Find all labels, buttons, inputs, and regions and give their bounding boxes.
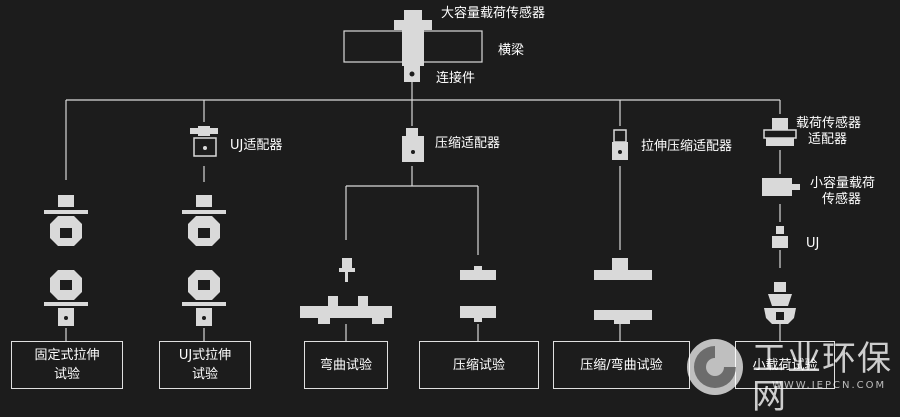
uj-adapter-icon — [190, 126, 218, 157]
crossbeam-label: 横梁 — [498, 43, 525, 58]
test-setup-diagram — [44, 10, 800, 342]
small-load-sensor-icon — [762, 178, 800, 196]
uj-tensile-test-box: UJ式拉伸试验 — [159, 341, 251, 389]
fixed-grip-upper-icon — [44, 195, 88, 246]
load-sensor-adapter-label-line2: 适配器 — [808, 132, 848, 147]
connector-label: 连接件 — [436, 71, 476, 86]
uj-adapter-label: UJ适配器 — [230, 138, 283, 153]
compression-platens-icon — [460, 266, 496, 322]
uj-label: UJ — [806, 236, 820, 251]
connector-icon — [404, 64, 420, 82]
test-box-label: 小载荷试验 — [752, 357, 818, 373]
watermark-name: 工业环保网 — [752, 339, 892, 417]
compression-adapter-icon — [402, 128, 424, 162]
test-box-label-line2: 试验 — [53, 367, 80, 382]
watermark-url: WWW.IEPCN.COM — [772, 380, 887, 391]
test-box-label-line1: UJ式拉伸 — [178, 348, 232, 363]
compression-adapter-label: 压缩适配器 — [435, 136, 501, 151]
uj-grip-upper-icon — [182, 195, 226, 246]
test-box-label: 压缩试验 — [452, 357, 505, 373]
compression-test-box: 压缩试验 — [419, 341, 539, 389]
fixed-tensile-test-box: 固定式拉伸试验 — [11, 341, 123, 389]
test-box-label-line1: 固定式拉伸 — [34, 348, 100, 363]
test-box-label: 弯曲试验 — [319, 357, 372, 373]
test-box-label: 压缩/弯曲试验 — [580, 357, 663, 373]
compression-bending-test-box: 压缩/弯曲试验 — [553, 341, 690, 389]
tension-compression-adapter-icon — [612, 129, 628, 160]
uj-joint-icon — [772, 226, 788, 248]
fixed-grip-lower-icon — [44, 270, 88, 326]
small-grip-icon — [764, 282, 796, 324]
connector-lines — [65, 82, 781, 342]
compression-bending-platens-icon — [594, 258, 652, 324]
uj-grip-lower-icon — [182, 270, 226, 326]
load-sensor-adapter-icon — [763, 118, 797, 146]
test-box-label-line2: 试验 — [191, 367, 218, 382]
load-sensor-adapter-label-line1: 载荷传感器 — [796, 116, 862, 131]
large-load-sensor-icon — [394, 10, 432, 30]
tension-compression-adapter-label: 拉伸压缩适配器 — [641, 139, 733, 154]
small-load-sensor-label-line1: 小容量载荷 — [810, 176, 876, 191]
small-load-sensor-label-line2: 传感器 — [822, 192, 862, 207]
crossbeam-icon — [343, 30, 483, 66]
bending-fixture-icon — [300, 258, 392, 324]
large-load-sensor-label: 大容量载荷传感器 — [441, 6, 546, 21]
bending-test-box: 弯曲试验 — [304, 341, 388, 389]
watermark-logo-icon — [687, 339, 743, 395]
